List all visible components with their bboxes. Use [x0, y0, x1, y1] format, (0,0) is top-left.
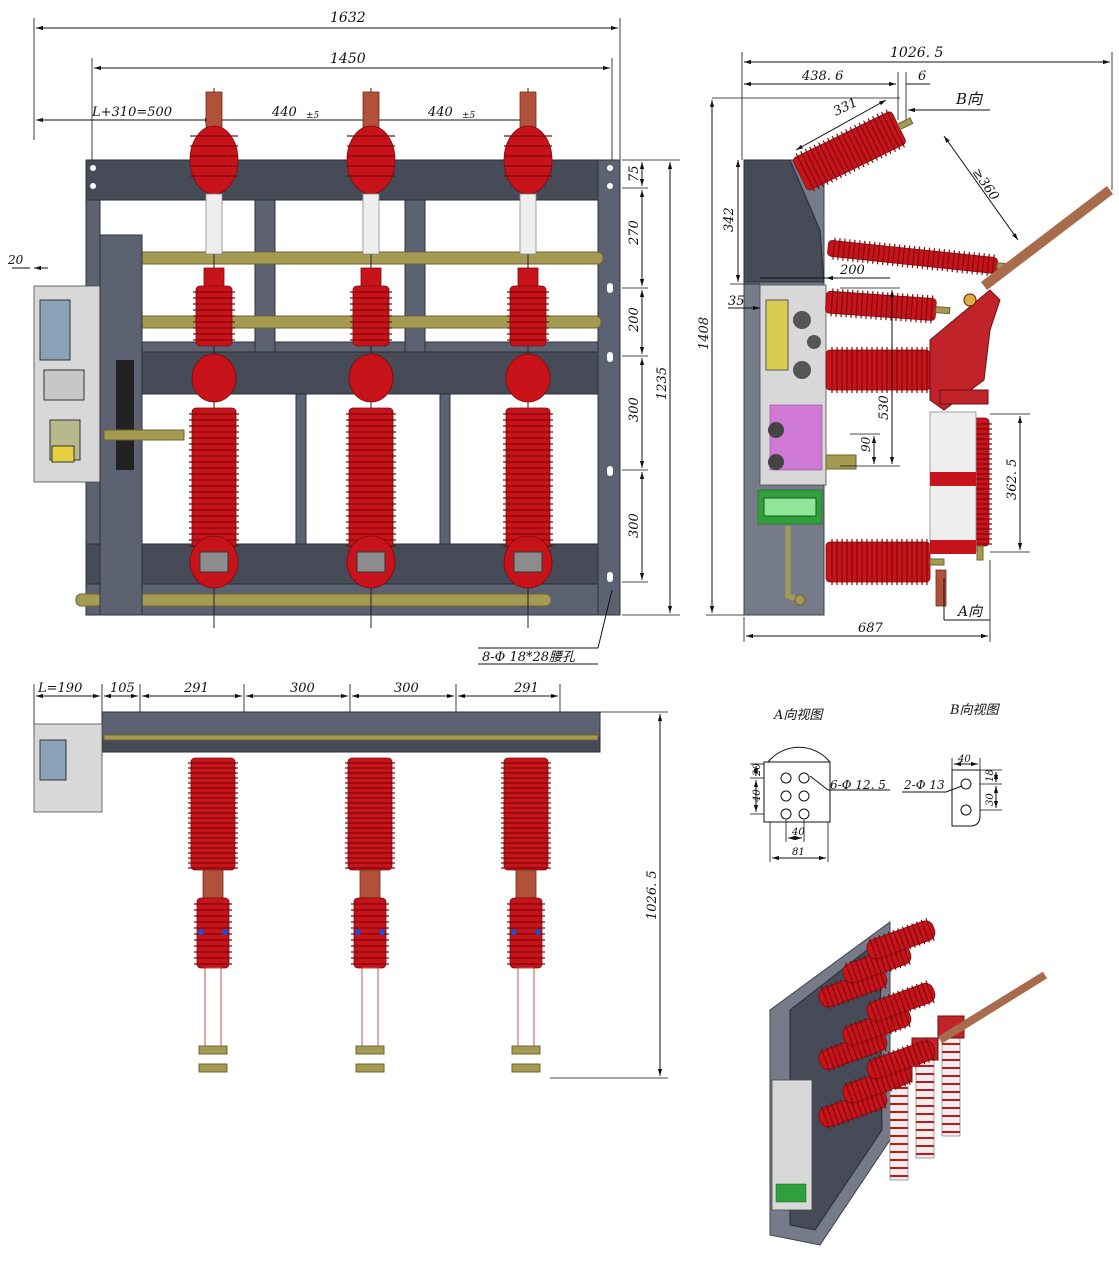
dim-mech-width: 200 [839, 263, 865, 278]
dim-overall-width: 1632 [330, 10, 366, 26]
dim-top-left-offset: L=190 [37, 681, 82, 696]
detail-a-title: A向视图 [773, 708, 824, 723]
dim-right-seg-5: 300 [627, 513, 642, 538]
dim-right-seg-3: 200 [627, 307, 642, 333]
detail-b-title: B向视图 [949, 703, 1001, 718]
front-view: 1632 1450 L+310=500 440 ±5 440 ±5 20 [7, 10, 680, 665]
dim-top-seg-4: 300 [394, 681, 419, 696]
dim-side-overall-depth: 1026. 5 [890, 45, 944, 61]
dim-upper-height: 342 [722, 207, 737, 232]
front-mechanism [33, 234, 185, 616]
detail-b-dim-top: 18 [985, 769, 996, 782]
side-view: 1026. 5 438. 6 6 B向 331 ≥360 [697, 45, 1114, 642]
dim-top-seg-5: 291 [513, 681, 539, 696]
dim-top-seg-1: 105 [110, 681, 135, 696]
dim-fuse-length: 362. 5 [1005, 459, 1020, 500]
detail-a-holes: 6-Φ 12. 5 [830, 778, 886, 792]
iso-insulator-2-1 [866, 980, 936, 1024]
mounting-holes-note: 8-Φ 18*28腰孔 [482, 650, 576, 665]
dim-top-seg-2: 291 [183, 681, 209, 696]
iso-insulator-1-2 [842, 1061, 912, 1106]
dim-depth-to-b: 438. 6 [801, 69, 843, 84]
dim-base-depth: 687 [858, 621, 884, 636]
detail-b-holes: 2-Φ 13 [903, 778, 945, 792]
dim-insulator-height: 530 [877, 395, 892, 420]
dim-offset-left: L+310=500 [91, 105, 172, 120]
dim-top-seg-3: 300 [290, 681, 315, 696]
dim-clearance: ≥360 [969, 166, 1002, 204]
dim-pitch-2: 440 [427, 105, 453, 120]
iso-insulator-2-0 [866, 917, 936, 962]
dim-left-offset: 20 [7, 253, 24, 267]
detail-b-dim-pitch: 30 [985, 793, 996, 806]
dim-pitch-1-tol: ±5 [306, 111, 320, 121]
dim-right-total: 1235 [655, 367, 670, 400]
front-pole-2 [346, 88, 396, 628]
dim-inner-width: 1450 [330, 51, 366, 67]
detail-a-view: A向视图 20 40 6-Φ 12. 5 40 81 [750, 708, 890, 862]
dim-handle-height: 90 [859, 436, 873, 452]
front-poles [189, 88, 553, 628]
a-view-label: A向 [956, 604, 984, 620]
detail-a-hole-pitch: 40 [791, 827, 805, 838]
detail-b-view: B向视图 40 18 30 2-Φ 13 [902, 703, 1002, 827]
side-insulator-top [793, 109, 914, 192]
detail-a-dim-vertical-2: 20 [752, 763, 763, 777]
dim-right-seg-4: 300 [627, 397, 642, 422]
iso-poles [818, 917, 965, 1181]
dim-right-seg-1: 75 [627, 165, 642, 182]
detail-b-width: 40 [957, 754, 971, 765]
side-insulator-bottom [825, 539, 945, 585]
top-pole-3 [501, 757, 551, 1073]
iso-insulator-0-1 [818, 1028, 888, 1072]
top-view: L=190 105 291 300 300 291 1026. 5 [33, 681, 668, 1079]
detail-a-dim-vertical-1: 40 [752, 789, 763, 803]
dim-pitch-1: 440 [271, 105, 297, 120]
top-pole-2 [345, 757, 395, 1073]
side-insulator-middle [825, 288, 951, 324]
side-insulator-main [825, 347, 945, 393]
front-pole-3 [503, 88, 553, 628]
iso-insulator-2-2 [866, 1037, 936, 1082]
top-poles [188, 757, 551, 1073]
b-view-label: B向 [955, 90, 984, 108]
dim-mech-offset: 35 [728, 294, 745, 309]
dim-right-seg-2: 270 [627, 220, 642, 246]
detail-a-width: 81 [792, 847, 805, 858]
dim-b-offset: 6 [918, 69, 926, 84]
dim-insulator-length: 331 [831, 95, 860, 119]
dim-top-depth: 1026. 5 [645, 870, 660, 920]
front-pole-1 [189, 88, 239, 628]
dim-total-height: 1408 [697, 317, 712, 350]
isometric-view [769, 917, 1048, 1246]
dim-pitch-2-tol: ±5 [462, 111, 476, 121]
top-pole-1 [188, 757, 238, 1073]
